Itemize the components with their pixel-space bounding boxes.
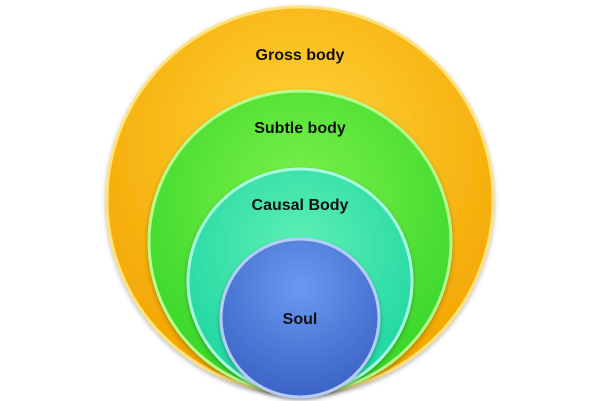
label-soul: Soul <box>283 311 318 328</box>
circle-soul <box>219 237 381 399</box>
label-causal-body: Causal Body <box>252 197 349 214</box>
label-subtle-body: Subtle body <box>254 120 346 137</box>
label-gross-body: Gross body <box>256 47 345 64</box>
